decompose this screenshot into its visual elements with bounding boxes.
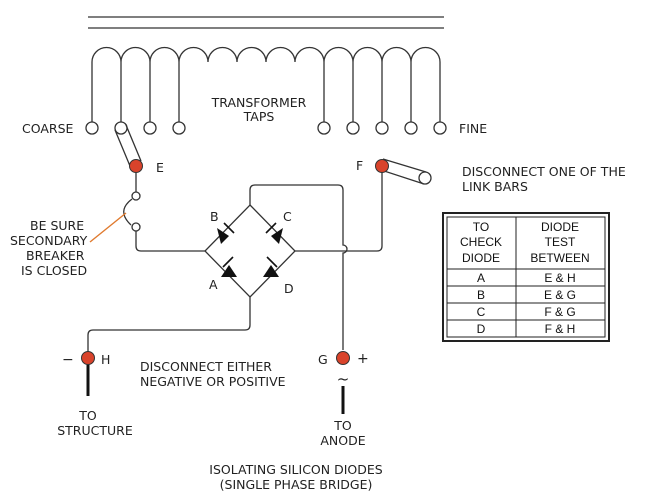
transformer-winding bbox=[91, 46, 441, 122]
tap-leads bbox=[120, 62, 412, 122]
fine-tap-5 bbox=[433, 121, 447, 135]
disconnect-link-text-2: LINK BARS bbox=[462, 179, 528, 194]
table-header-col2-line1: DIODE bbox=[541, 220, 579, 234]
table-row-b-diode: B bbox=[477, 288, 485, 302]
to-anode-text-1: TO bbox=[333, 418, 352, 433]
disconnect-either-text-1: DISCONNECT EITHER bbox=[140, 359, 272, 374]
terminal-e-label: E bbox=[156, 160, 164, 175]
coarse-tap-3 bbox=[143, 121, 157, 135]
table-row-c-diode: C bbox=[477, 305, 486, 319]
wire-bridge-to-f bbox=[295, 167, 383, 252]
ac-tilde-symbol: ~ bbox=[337, 370, 350, 388]
positive-sign: + bbox=[357, 351, 369, 367]
fine-taps bbox=[317, 121, 447, 135]
caption-line-2: (SINGLE PHASE BRIDGE) bbox=[220, 477, 373, 492]
table-header-col1-line3: DIODE bbox=[462, 251, 500, 265]
fine-tap-4 bbox=[404, 121, 418, 135]
negative-sign: − bbox=[62, 352, 74, 368]
diode-a-label: A bbox=[209, 277, 218, 292]
table-header-col1-line1: TO bbox=[473, 220, 489, 234]
caption-line-1: ISOLATING SILICON DIODES bbox=[209, 462, 382, 477]
coarse-tap-1 bbox=[85, 121, 99, 135]
terminal-h bbox=[81, 351, 95, 365]
be-sure-text-1: BE SURE bbox=[30, 218, 84, 233]
coarse-tap-2 bbox=[114, 121, 128, 135]
diode-c-label: C bbox=[283, 209, 292, 224]
diode-d-label: D bbox=[284, 281, 294, 296]
table-header-col2-line3: BETWEEN bbox=[530, 251, 589, 265]
table-row-a-diode: A bbox=[477, 271, 485, 285]
table-row-d-between: F & H bbox=[545, 322, 576, 336]
coarse-taps bbox=[85, 121, 186, 135]
table-header-col1-line2: CHECK bbox=[460, 235, 502, 249]
terminal-e bbox=[129, 159, 143, 173]
link-bar-f-end bbox=[418, 171, 432, 185]
wire-e-to-bridge bbox=[135, 231, 205, 252]
table-row-d-diode: D bbox=[477, 322, 486, 336]
diode-test-table: TO CHECK DIODE DIODE TEST BETWEEN A E & … bbox=[442, 212, 610, 342]
secondary-breaker bbox=[123, 172, 205, 252]
fine-tap-2 bbox=[346, 121, 360, 135]
diode-b bbox=[217, 222, 235, 244]
table-row-b-between: E & G bbox=[544, 288, 576, 302]
terminal-h-label: H bbox=[101, 352, 110, 367]
terminal-f-label: F bbox=[356, 158, 363, 173]
breaker-contact-bottom bbox=[131, 222, 141, 232]
fine-tap-3 bbox=[375, 121, 389, 135]
wire-bridge-to-h bbox=[87, 297, 251, 352]
wire-bridge-to-g bbox=[249, 184, 348, 350]
table-row-a-between: E & H bbox=[544, 271, 575, 285]
taps-label: TAPS bbox=[243, 109, 275, 124]
diode-d bbox=[263, 256, 279, 277]
breaker-contact-top bbox=[131, 191, 141, 201]
link-bar-e bbox=[114, 124, 142, 167]
to-structure-text-2: STRUCTURE bbox=[57, 423, 133, 438]
disconnect-either-text-2: NEGATIVE OR POSITIVE bbox=[140, 374, 286, 389]
be-sure-text-2: SECONDARY bbox=[10, 233, 88, 248]
to-anode-text-2: ANODE bbox=[320, 433, 365, 448]
breaker-leader-line bbox=[89, 212, 127, 243]
table-row-c-between: F & G bbox=[544, 305, 575, 319]
terminal-g-label: G bbox=[318, 352, 328, 367]
fine-label: FINE bbox=[459, 121, 487, 136]
diode-c bbox=[265, 222, 283, 244]
diode-b-label: B bbox=[210, 209, 219, 224]
table-header-col2-line2: TEST bbox=[545, 235, 576, 249]
disconnect-link-text-1: DISCONNECT ONE OF THE bbox=[462, 164, 626, 179]
fine-tap-1 bbox=[317, 121, 331, 135]
coarse-label: COARSE bbox=[22, 121, 74, 136]
transformer-label: TRANSFORMER bbox=[211, 95, 307, 110]
link-bar-f bbox=[380, 158, 432, 185]
terminal-g bbox=[336, 351, 350, 365]
be-sure-text-3: BREAKER bbox=[26, 248, 85, 263]
coarse-tap-4 bbox=[172, 121, 186, 135]
diode-a bbox=[221, 256, 237, 277]
terminal-f bbox=[375, 159, 389, 173]
be-sure-text-4: IS CLOSED bbox=[21, 263, 87, 278]
to-structure-text-1: TO bbox=[78, 408, 97, 423]
